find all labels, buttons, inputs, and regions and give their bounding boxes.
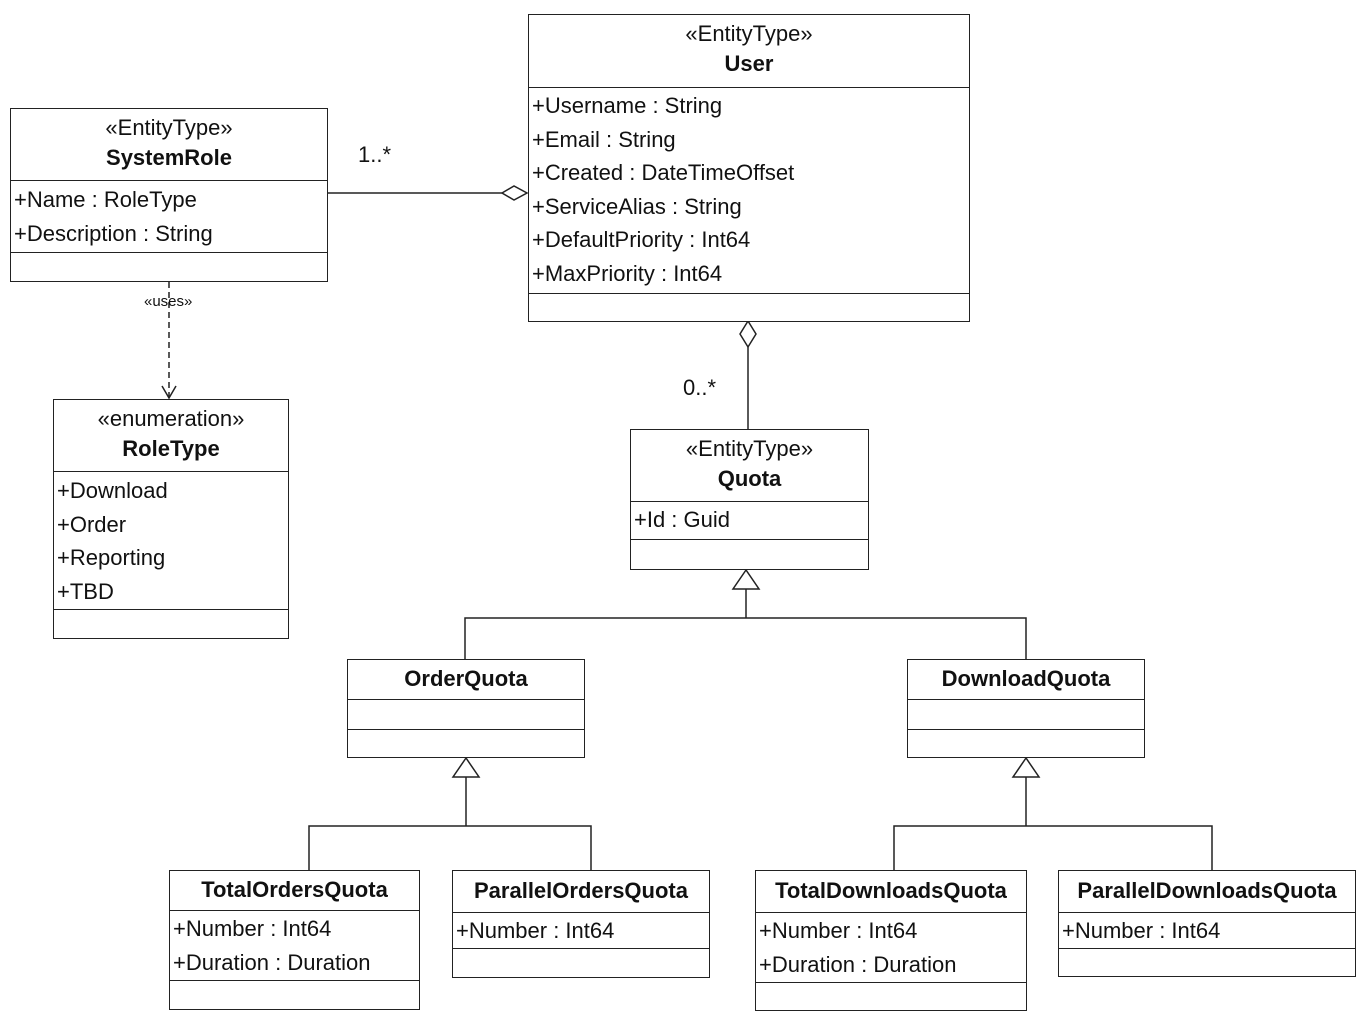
attribute: +Username : String [532,93,723,118]
generalization-lines-orderquota [308,825,592,870]
generalization-triangle-orderquota [451,756,481,778]
attribute: +Name : RoleType [14,187,197,212]
multiplicity-label-systemrole-user: 1..* [358,142,392,167]
class-name: Quota [717,466,782,491]
class-name: User [724,51,774,76]
attribute: +Email : String [532,126,676,152]
attribute: +ServiceAlias : String [532,193,742,219]
class-name: OrderQuota [404,666,528,691]
class-name: DownloadQuota [941,666,1111,691]
class-name: ParallelDownloadsQuota [1077,878,1337,903]
attribute: +Description : String [14,220,213,246]
stereotype: «EntityType» [105,115,233,140]
stereotype: «EntityType» [685,436,814,461]
attribute: +Created : DateTimeOffset [532,160,795,186]
attribute: +Number : Int64 [173,916,332,941]
attribute: +Number : Int64 [456,918,615,943]
stereotype: «EntityType» [685,21,813,46]
generalization-triangle-downloadquota [1011,756,1041,778]
stereotype: «enumeration» [97,406,245,431]
attribute: +Number : Int64 [1062,918,1221,943]
class-totalordersquota[interactable]: TotalOrdersQuota +Number : Int64 +Durati… [169,870,420,1010]
class-quota[interactable]: «EntityType» Quota +Id : Guid [630,429,869,570]
uses-label: «uses» [144,293,193,310]
class-name: TotalOrdersQuota [201,877,388,902]
class-parallelordersquota[interactable]: ParallelOrdersQuota +Number : Int64 [452,870,710,978]
attribute: +Number : Int64 [759,918,918,943]
attribute: +DefaultPriority : Int64 [532,227,751,253]
class-name: SystemRole [106,145,232,170]
attribute: +Id : Guid [634,507,731,532]
class-roletype[interactable]: «enumeration» RoleType +Download +Order … [53,399,289,639]
generalization-triangle-quota [731,568,761,590]
enum-literal: +Order [57,511,127,537]
attributes-compartment [908,700,1144,730]
class-systemrole[interactable]: «EntityType» SystemRole +Name : RoleType… [10,108,328,282]
attributes-compartment [348,700,584,730]
class-user[interactable]: «EntityType» User +Username : String +Em… [528,14,970,322]
class-orderquota[interactable]: OrderQuota [347,659,585,758]
class-downloadquota[interactable]: DownloadQuota [907,659,1145,758]
attribute: +Duration : Duration [759,951,957,977]
class-totaldownloadsquota[interactable]: TotalDownloadsQuota +Number : Int64 +Dur… [755,870,1027,1011]
attribute: +MaxPriority : Int64 [532,260,723,286]
enum-literal: +Download [57,478,168,503]
aggregation-diamond-user-left [500,185,529,201]
attribute: +Duration : Duration [173,949,371,975]
class-paralleldownloadsquota[interactable]: ParallelDownloadsQuota +Number : Int64 [1058,870,1356,977]
enum-literal: +Reporting [57,545,166,571]
class-name: TotalDownloadsQuota [775,878,1007,903]
multiplicity-label-user-quota: 0..* [683,375,717,400]
enum-literal: +TBD [57,578,114,604]
class-name: ParallelOrdersQuota [474,878,688,903]
aggregation-diamond-user-bottom [739,319,757,349]
class-name: RoleType [122,436,220,461]
uses-arrowhead [161,385,177,400]
generalization-lines-downloadquota [893,825,1213,870]
